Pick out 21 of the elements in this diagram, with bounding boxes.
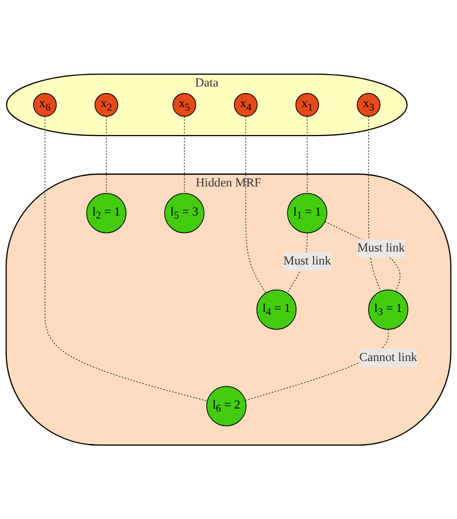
connector: [368, 116, 382, 292]
connector: [306, 116, 308, 194]
edge-label: Must link: [283, 254, 332, 268]
node-circle: x$_{5}$: [172, 92, 196, 117]
node-circle: x$_{1}$: [295, 92, 320, 117]
node-circle: l$_{4}$ = 1: [256, 289, 297, 330]
connector: [184, 116, 185, 194]
connector: [245, 116, 266, 294]
node-circle: l$_{3}$ = 1: [368, 289, 408, 330]
node-circle: l$_{5}$ = 3: [164, 192, 204, 234]
node-circle: x$_{3}$: [356, 92, 380, 117]
node-circle: x$_{4}$: [234, 92, 258, 117]
edge-label: Cannot link: [359, 350, 418, 364]
connector: [44, 116, 208, 402]
edge-label: Must link: [357, 241, 405, 255]
node-circle: l$_{2}$ = 1: [86, 192, 126, 234]
node-circle: x$_{2}$: [94, 92, 118, 117]
node-circle: l$_{6}$ = 2: [206, 386, 246, 426]
node-circle: l$_{1}$ = 1: [287, 192, 328, 234]
node-circle: x$_{6}$: [33, 92, 57, 117]
connector: [106, 116, 107, 194]
